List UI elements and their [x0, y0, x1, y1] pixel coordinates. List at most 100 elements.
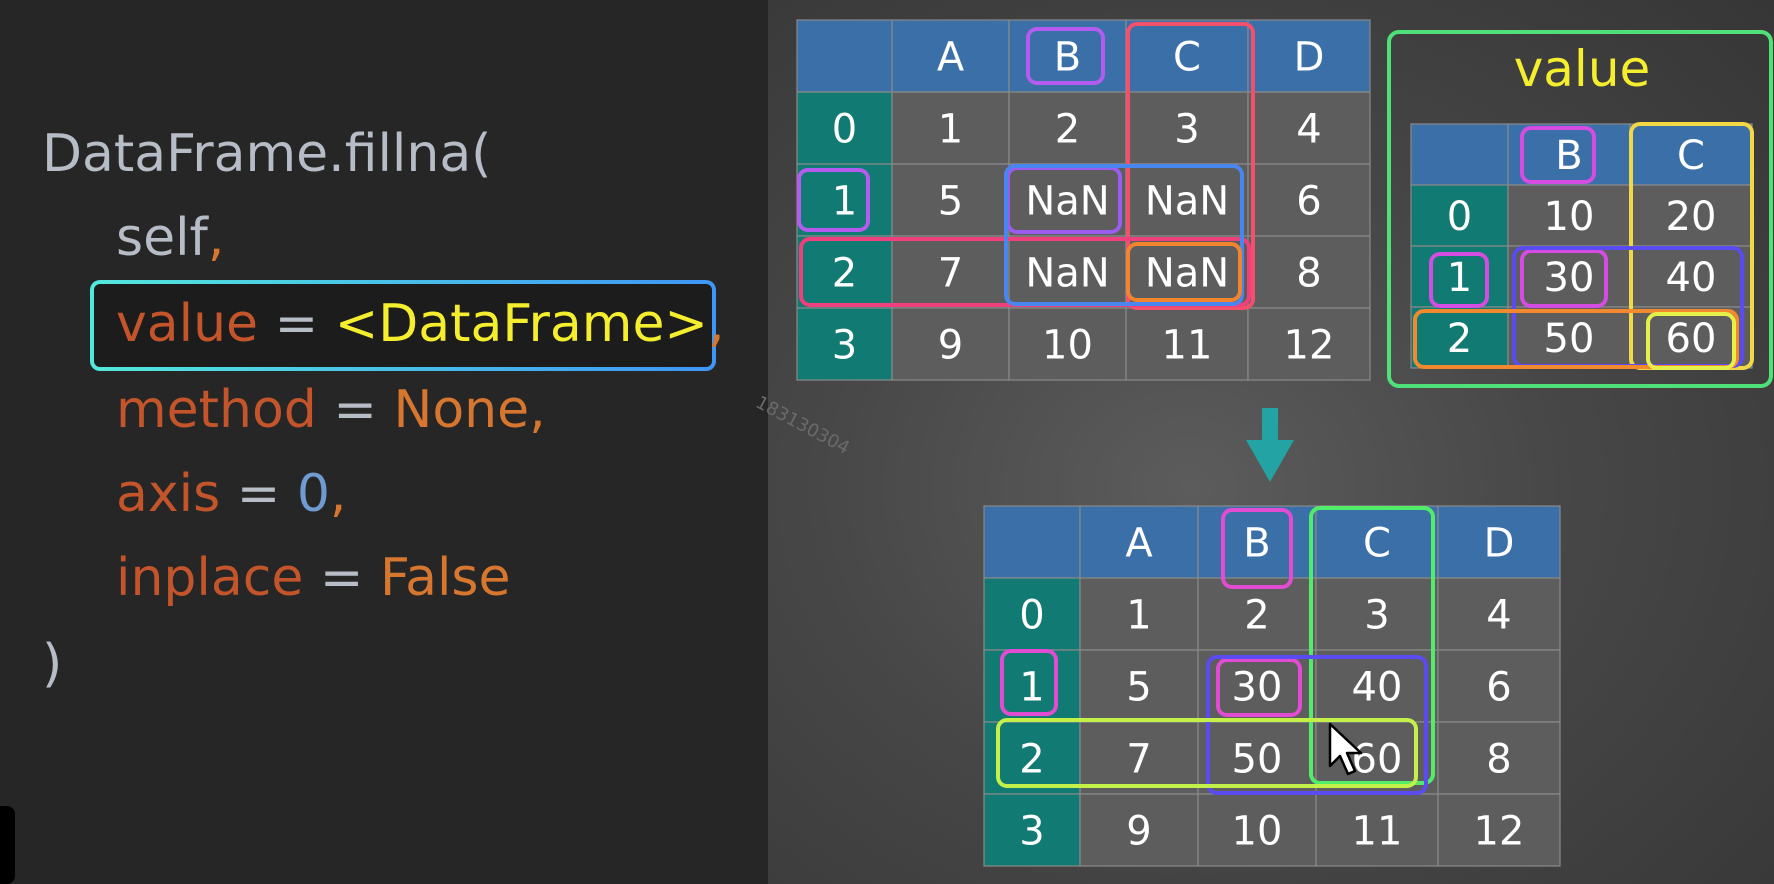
value-index-text: 2 [1447, 316, 1472, 362]
value-frame: value [1387, 30, 1773, 388]
value-value-text: 40 [1666, 255, 1717, 301]
source-index-text: 2 [832, 250, 857, 296]
val-cell-60-box [1646, 312, 1736, 370]
result-cell-0-3 [1315, 505, 1439, 579]
source-cell-4-2 [1008, 307, 1127, 381]
source-value-text: NaN [1025, 250, 1109, 296]
source-value-text: 8 [1296, 250, 1321, 296]
val-row-1-index-box [1429, 252, 1489, 308]
result-value-text: 6 [1486, 664, 1511, 710]
result-value-text: 30 [1232, 664, 1283, 710]
source-cell-1-1 [891, 91, 1010, 165]
code-line-value: value = <DataFrame>, [116, 294, 725, 354]
source-value-text: 2 [1055, 106, 1080, 152]
source-cell-0-0 [796, 19, 893, 93]
result-value-text: 8 [1486, 736, 1511, 782]
result-header-text: B [1243, 520, 1270, 566]
source-index-text: 0 [832, 106, 857, 152]
source-value-text: 1 [938, 106, 963, 152]
res-cell-30-box [1216, 658, 1302, 717]
val-row-2-box [1413, 309, 1739, 369]
source-cell-1-2 [1008, 91, 1127, 165]
source-header-text: A [937, 34, 965, 80]
result-value-text: 5 [1126, 664, 1151, 710]
source-cell-2-4 [1247, 163, 1371, 237]
code-panel [0, 0, 768, 884]
res-col-b-header-box [1221, 508, 1293, 589]
val-cell-30-box [1520, 249, 1608, 308]
value-cell-2-1 [1507, 245, 1631, 308]
source-index-text: 3 [832, 322, 857, 368]
result-cell-1-2 [1197, 577, 1317, 651]
value-cell-0-2 [1629, 123, 1753, 186]
source-cell-0-3 [1125, 19, 1249, 93]
source-value-text: 6 [1296, 178, 1321, 224]
source-value-text: 3 [1174, 106, 1199, 152]
code-line-axis: axis = 0, [116, 464, 347, 524]
result-cell-3-4 [1437, 721, 1561, 795]
source-header-text: C [1173, 34, 1201, 80]
value-value-text: 50 [1544, 316, 1595, 362]
source-value-text: 7 [938, 250, 963, 296]
result-cell-4-0 [983, 793, 1081, 867]
source-value-text: 4 [1296, 106, 1321, 152]
arrow-shaft [1262, 408, 1278, 442]
source-value-text: NaN [1145, 178, 1229, 224]
result-header-text: C [1363, 520, 1391, 566]
code-line-inplace: inplace = False [116, 548, 511, 608]
result-value-text: 40 [1352, 664, 1403, 710]
res-col-c-column-box [1309, 506, 1435, 785]
result-cell-3-1 [1079, 721, 1199, 795]
result-index-text: 2 [1019, 736, 1044, 782]
arrow-head [1246, 440, 1294, 482]
source-cell-2-0 [796, 163, 893, 237]
down-arrow-icon [1246, 408, 1294, 482]
code-line-close: ) [42, 634, 63, 694]
code-line-signature: DataFrame.fillna( [42, 124, 492, 184]
value-index-text: 1 [1447, 255, 1472, 301]
result-value-text: 50 [1232, 736, 1283, 782]
source-header-text: B [1054, 34, 1081, 80]
source-cell-4-0 [796, 307, 893, 381]
src-nan-block-box [1004, 164, 1244, 306]
source-cell-2-1 [891, 163, 1010, 237]
result-value-text: 9 [1126, 808, 1151, 854]
code-line-self: self, [116, 208, 225, 268]
result-index-text: 0 [1019, 592, 1044, 638]
source-cell-1-4 [1247, 91, 1371, 165]
source-value-text: 9 [938, 322, 963, 368]
source-cell-2-2 [1008, 163, 1127, 237]
result-cell-1-1 [1079, 577, 1199, 651]
result-index-text: 3 [1019, 808, 1044, 854]
source-cell-0-1 [891, 19, 1010, 93]
source-cell-2-3 [1125, 163, 1249, 237]
result-header-text: A [1125, 520, 1153, 566]
result-index-text: 1 [1019, 664, 1044, 710]
source-header-text: D [1294, 34, 1325, 80]
value-value-text: 20 [1666, 194, 1717, 240]
result-value-text: 11 [1352, 808, 1403, 854]
result-cell-4-2 [1197, 793, 1317, 867]
source-cell-3-2 [1008, 235, 1127, 309]
source-value-text: 11 [1162, 322, 1213, 368]
source-cell-1-0 [796, 91, 893, 165]
result-header-text: D [1484, 520, 1515, 566]
result-value-text: 3 [1364, 592, 1389, 638]
result-value-text: 12 [1474, 808, 1525, 854]
source-value-text: 5 [938, 178, 963, 224]
result-value-text: 4 [1486, 592, 1511, 638]
value-param-highlight [90, 280, 716, 371]
result-cell-4-4 [1437, 793, 1561, 867]
source-cell-3-4 [1247, 235, 1371, 309]
src-nan-c2-box [1126, 242, 1242, 302]
result-value-text: 10 [1232, 808, 1283, 854]
value-value-text: 60 [1666, 316, 1717, 362]
source-value-text: 12 [1284, 322, 1335, 368]
res-block-box [1206, 655, 1428, 795]
res-row-2-box [996, 718, 1418, 788]
src-col-b-header-box [1026, 27, 1105, 85]
